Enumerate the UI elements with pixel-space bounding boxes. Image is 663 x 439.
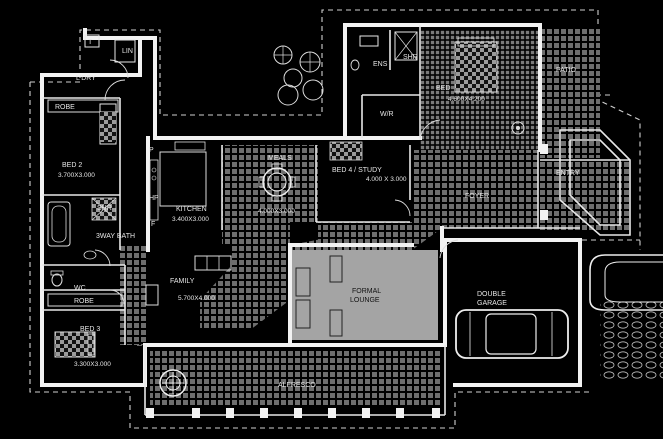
label-bath: 3WAY BATH	[96, 233, 135, 240]
alfresco-post	[294, 408, 302, 418]
label-hp: HP	[149, 195, 159, 202]
family-furniture	[145, 255, 232, 306]
shower-icon	[91, 197, 117, 221]
toilet-icon	[50, 270, 64, 287]
label-bed4-size: 4.000 X 3.000	[366, 176, 407, 183]
label-bed2-size: 3.700X3.000	[58, 172, 95, 179]
alfresco-post	[146, 408, 154, 418]
label-f: F	[151, 221, 155, 228]
car-icon	[455, 309, 569, 359]
entry-portico	[540, 129, 631, 236]
label-p: P	[149, 147, 154, 154]
outdoor-table-icon	[159, 369, 187, 397]
label-wir: W/R	[380, 111, 394, 118]
label-formal: FORMAL	[352, 288, 381, 295]
label-wc-small: T	[88, 39, 93, 46]
label-family-size: 5.700X4.000	[178, 295, 215, 302]
label-shr-ens: SHR	[403, 54, 418, 61]
bed-icon	[54, 331, 96, 358]
label-entry: ENTRY	[556, 170, 580, 177]
bath-icon	[47, 201, 71, 247]
tiled-floors	[118, 28, 663, 405]
label-robe-2: ROBE	[74, 298, 94, 305]
label-shr-bath: SHR	[97, 205, 112, 212]
kitchen-bench	[149, 141, 207, 221]
label-patio: PATIO	[556, 67, 577, 74]
label-bed2: BED 2	[62, 162, 82, 169]
label-bed-size: 4.600X4.200	[448, 96, 485, 103]
label-meals: MEALS	[268, 155, 292, 162]
alfresco-post	[396, 408, 404, 418]
label-ldry: L'DRY	[76, 75, 96, 82]
label-wc: WC	[74, 285, 86, 292]
alfresco-posts	[146, 408, 440, 418]
label-kitchen: KITCHEN	[176, 206, 207, 213]
label-robe-1: ROBE	[55, 104, 75, 111]
label-bed: BED	[436, 85, 450, 92]
label-foyer: FOYER	[465, 193, 489, 200]
doors	[94, 59, 459, 305]
label-lin: LIN	[122, 48, 133, 55]
label-meals-size: 4.000X3.000	[258, 208, 295, 215]
robe-bed2	[47, 99, 119, 113]
label-ens: ENS	[373, 61, 388, 68]
label-double: DOUBLE	[477, 291, 506, 298]
label-bed4: BED 4 / STUDY	[332, 167, 382, 174]
alfresco-post	[328, 408, 336, 418]
plant-icon	[273, 45, 324, 106]
label-alfresco: ALFRESCO	[278, 382, 316, 389]
alfresco-post	[260, 408, 268, 418]
formal-lounge-floor	[290, 250, 438, 340]
alfresco-post	[192, 408, 200, 418]
ceiling-fan-icon	[511, 121, 525, 135]
alfresco-post	[432, 408, 440, 418]
bed-icon	[454, 37, 498, 93]
car-icon	[589, 254, 663, 311]
label-bed3: BED 3	[80, 326, 100, 333]
label-family: FAMILY	[170, 278, 195, 285]
label-kitchen-size: 3.400X3.000	[172, 216, 209, 223]
label-garage: GARAGE	[477, 300, 507, 307]
alfresco-post	[226, 408, 234, 418]
lounge-furniture	[295, 255, 343, 337]
dining-table-icon	[258, 163, 296, 202]
robe-bed3	[47, 293, 123, 307]
alfresco-post	[362, 408, 370, 418]
label-bed3-size: 3.300X3.000	[74, 361, 111, 368]
label-lounge: LOUNGE	[350, 297, 380, 304]
